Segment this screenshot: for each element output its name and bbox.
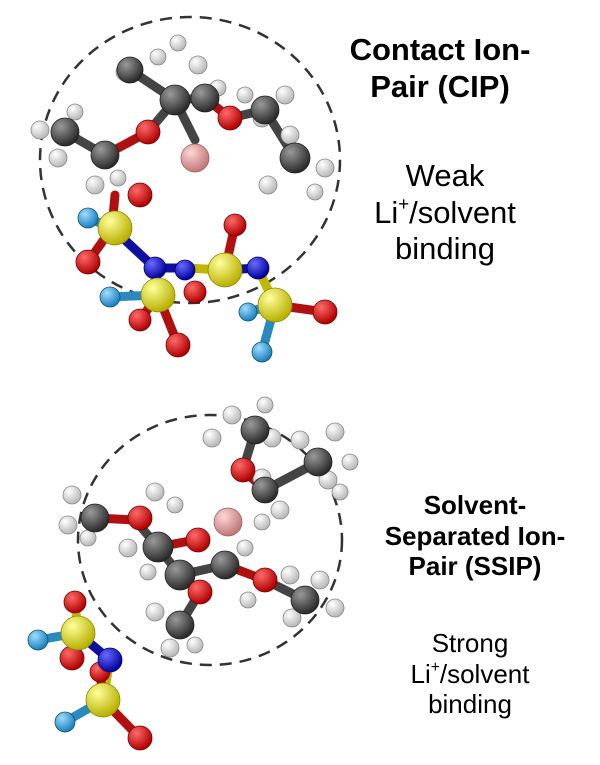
- cip-desc-line2: Li+/solvent: [374, 192, 516, 230]
- cip-title-line2: Pair (CIP): [370, 68, 510, 104]
- ssip-solvation-shell: [76, 413, 344, 667]
- cip-desc-line1: Weak: [405, 158, 485, 193]
- ssip-desc-line3: binding: [428, 689, 512, 720]
- ssip-title: Solvent- Separated Ion- Pair (SSIP): [355, 490, 595, 582]
- ssip-title-line1: Solvent-: [423, 490, 527, 520]
- cip-title: Contact Ion- Pair (CIP): [325, 32, 555, 105]
- ssip-title-line3: Pair (SSIP): [408, 551, 542, 582]
- cip-title-line1: Contact Ion-: [349, 32, 531, 67]
- cip-desc-line3: binding: [395, 231, 495, 267]
- ssip-lithium-ion: [213, 507, 243, 537]
- ssip-title-line2: Separated Ion-: [384, 520, 566, 551]
- cip-molecule: [30, 34, 338, 363]
- cip-solvation-shell: [38, 15, 342, 305]
- cip-lithium-ion: [180, 143, 210, 173]
- ssip-desc-line1: Strong: [431, 628, 509, 658]
- cip-description: Weak Li+/solvent binding: [350, 158, 540, 268]
- ssip-description: Strong Li+/solvent binding: [385, 628, 555, 720]
- ssip-desc-line2: Li+/solvent: [410, 658, 530, 689]
- ssip-molecule: [27, 396, 359, 751]
